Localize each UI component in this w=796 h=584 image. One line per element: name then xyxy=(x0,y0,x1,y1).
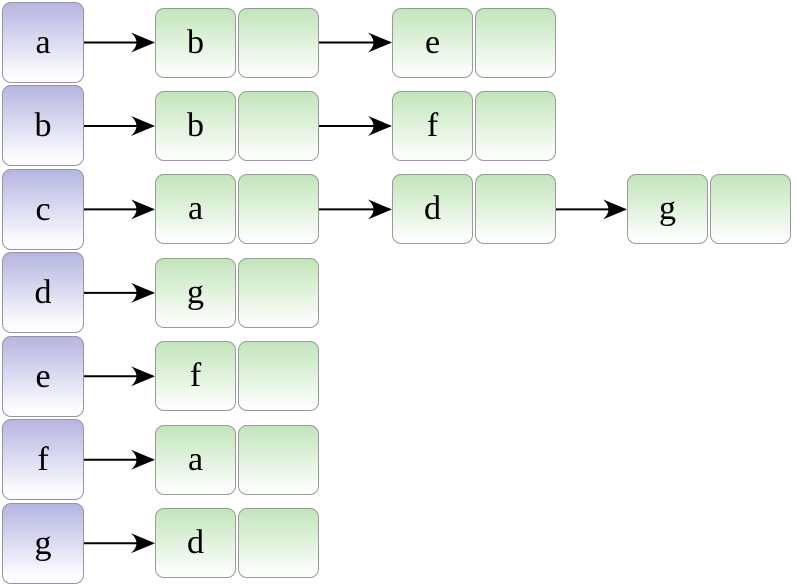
node-a-1-value-cell: e xyxy=(392,8,473,78)
list-head-g: g xyxy=(2,503,84,584)
list-head-b: b xyxy=(2,85,84,166)
node-c-2-value-cell: g xyxy=(627,174,708,244)
node-c-2-pointer-cell xyxy=(710,174,791,244)
list-head-a: a xyxy=(2,2,84,83)
list-head-e: e xyxy=(2,336,84,417)
node-b-0-pointer-cell xyxy=(238,91,319,161)
list-head-d: d xyxy=(2,252,84,333)
node-a-0-value-cell: b xyxy=(155,8,236,78)
node-c-1-value-cell: d xyxy=(392,174,473,244)
node-a-1-pointer-cell xyxy=(475,8,556,78)
node-f-0-pointer-cell xyxy=(238,425,319,495)
node-g-0-pointer-cell xyxy=(238,508,319,578)
node-b-1-value-cell: f xyxy=(392,91,473,161)
list-head-f: f xyxy=(2,419,84,500)
node-c-0-value-cell: a xyxy=(155,174,236,244)
node-f-0-value-cell: a xyxy=(155,425,236,495)
node-a-0-pointer-cell xyxy=(238,8,319,78)
node-e-0-value-cell: f xyxy=(155,341,236,411)
list-head-c: c xyxy=(2,169,84,250)
node-e-0-pointer-cell xyxy=(238,341,319,411)
node-c-0-pointer-cell xyxy=(238,174,319,244)
node-d-0-pointer-cell xyxy=(238,258,319,328)
node-d-0-value-cell: g xyxy=(155,258,236,328)
node-c-1-pointer-cell xyxy=(475,174,556,244)
node-b-0-value-cell: b xyxy=(155,91,236,161)
node-g-0-value-cell: d xyxy=(155,508,236,578)
node-b-1-pointer-cell xyxy=(475,91,556,161)
